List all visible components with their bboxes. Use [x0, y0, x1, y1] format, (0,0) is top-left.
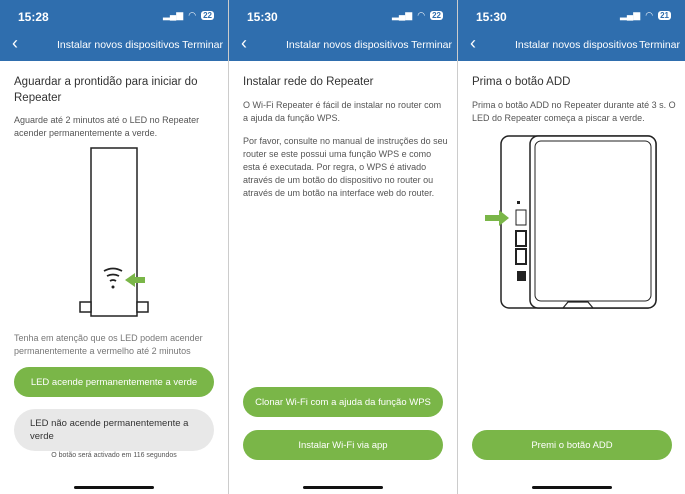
wifi-icon: ◠ [188, 10, 197, 20]
finish-button[interactable]: Terminar [182, 39, 223, 51]
finish-button[interactable]: Terminar [411, 39, 452, 51]
instructions-text: Prima o botão ADD no Repeater durante at… [472, 100, 676, 123]
nav-header: 15:30 ▂▄▆ ◠ 22 ‹ Instalar novos dispositiv… [229, 0, 457, 61]
status-icons: ▂▄▆ ◠ 22 [392, 10, 443, 21]
back-button[interactable]: ‹ [12, 33, 18, 53]
instructions-text: Aguarde até 2 minutos até o LED no Repea… [14, 115, 200, 138]
led-green-button[interactable]: LED acende permanentemente a verde [14, 367, 214, 397]
divider [457, 0, 458, 494]
screen-wait-ready: 15:28 ▂▄▆ ◠ 22 ‹ Instalar novos dispositiv… [0, 0, 228, 494]
nav-header: 15:30 ▂▄▆ ◠ 21 ‹ Instalar novos dispositiv… [458, 0, 685, 61]
signal-icon: ▂▄▆ [163, 10, 184, 20]
status-time: 15:30 [476, 10, 507, 24]
clone-wps-button[interactable]: Clonar Wi-Fi com a ajuda da função WPS [243, 387, 443, 417]
home-indicator [303, 486, 383, 489]
screen-press-add: 15:30 ▂▄▆ ◠ 21 ‹ Instalar novos dispositiv… [458, 0, 685, 494]
nav-title: Instalar novos dispositivos [286, 39, 409, 51]
press-add-button[interactable]: Premi o botão ADD [472, 430, 672, 460]
repeater-add-button-illustration [485, 135, 657, 309]
page-heading: Prima o botão ADD [472, 76, 571, 88]
back-button[interactable]: ‹ [470, 33, 476, 53]
signal-icon: ▂▄▆ [620, 10, 641, 20]
page-heading: Instalar rede do Repeater [243, 76, 374, 88]
battery-icon: 22 [201, 11, 214, 20]
wifi-icon: ◠ [645, 10, 654, 20]
divider [228, 0, 229, 494]
repeater-illustration [79, 147, 149, 317]
screen-install-network: 15:30 ▂▄▆ ◠ 22 ‹ Instalar novos dispositiv… [229, 0, 457, 494]
install-via-app-button[interactable]: Instalar Wi-Fi via app [243, 430, 443, 460]
wps-info-text: Por favor, consulte no manual de instruç… [243, 136, 448, 198]
page-heading: Aguardar a prontidão para iniciar do Rep… [14, 76, 198, 104]
status-time: 15:30 [247, 10, 278, 24]
status-time: 15:28 [18, 10, 49, 24]
note-text: Tenha em atenção que os LED podem acende… [14, 333, 203, 356]
intro-text: O Wi-Fi Repeater é fácil de instalar no … [243, 100, 442, 123]
home-indicator [532, 486, 612, 489]
status-icons: ▂▄▆ ◠ 21 [620, 10, 671, 21]
signal-icon: ▂▄▆ [392, 10, 413, 20]
nav-title: Instalar novos dispositivos [57, 39, 180, 51]
battery-icon: 21 [658, 11, 671, 20]
home-indicator [74, 486, 154, 489]
battery-icon: 22 [430, 11, 443, 20]
back-button[interactable]: ‹ [241, 33, 247, 53]
led-not-green-button[interactable]: LED não acende permanentemente a verde [14, 409, 214, 451]
nav-title: Instalar novos dispositivos [515, 39, 638, 51]
finish-button[interactable]: Terminar [639, 39, 680, 51]
nav-header: 15:28 ▂▄▆ ◠ 22 ‹ Instalar novos dispositiv… [0, 0, 228, 61]
countdown-text: O botão será activado em 116 segundos [51, 452, 177, 459]
wifi-icon: ◠ [417, 10, 426, 20]
status-icons: ▂▄▆ ◠ 22 [163, 10, 214, 21]
